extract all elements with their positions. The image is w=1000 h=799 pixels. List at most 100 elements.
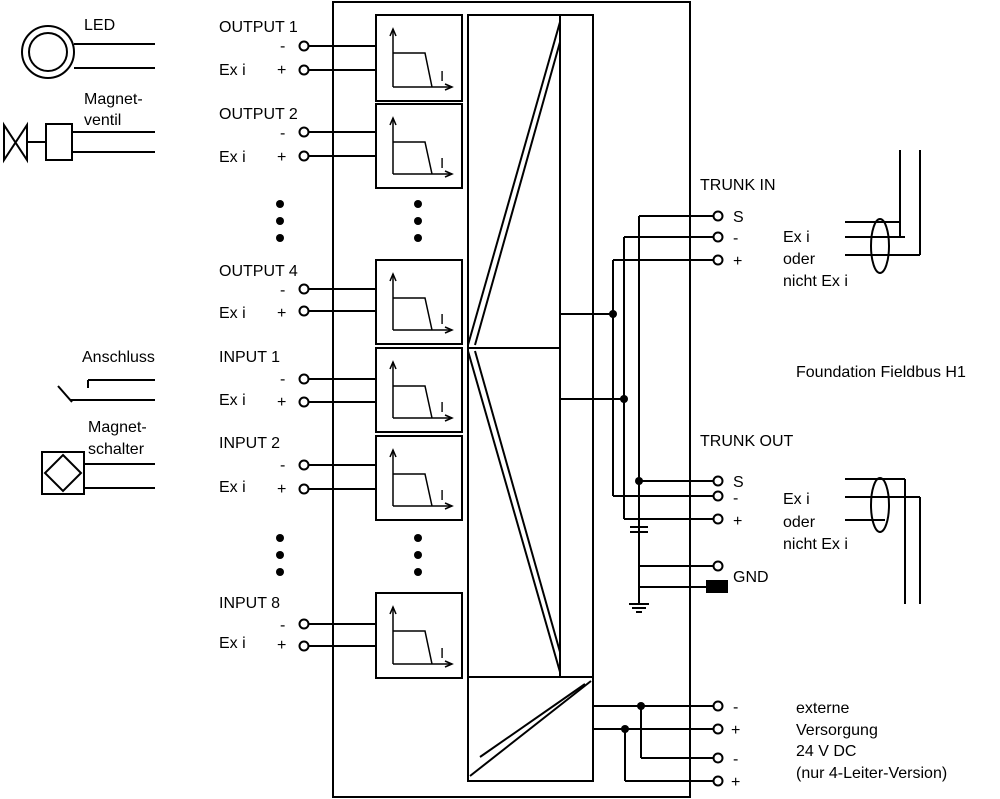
fieldbus-label: Foundation Fieldbus H1 <box>796 364 966 381</box>
graph-axis-label: I <box>440 68 444 85</box>
channel-input-8: INPUT 8 - Ex i + <box>219 595 286 654</box>
channel-exi: Ex i <box>219 635 246 652</box>
channel-exi: Ex i <box>219 305 246 322</box>
channel-minus-terminal <box>298 373 310 385</box>
graph-axis-label: I <box>440 155 444 172</box>
switch-label-line2: schalter <box>88 441 145 458</box>
channel-minus-terminal <box>298 126 310 138</box>
contact-label: Anschluss <box>82 349 155 366</box>
trunk-in-note-1: Ex i <box>783 229 810 246</box>
trunk-out-s-terminal <box>712 475 724 487</box>
channel-minus: - <box>280 125 285 142</box>
channel-output-1: OUTPUT 1 - Ex i + <box>219 19 298 79</box>
trunk-out-title: TRUNK OUT <box>700 433 794 450</box>
contact-symbol <box>57 379 155 403</box>
trunk-in-minus-label: - <box>733 230 738 247</box>
trunk-out-cable <box>845 477 921 604</box>
graph-axis-label: I <box>440 399 444 416</box>
channel-plus-terminal <box>298 150 310 162</box>
graph-axis-label: I <box>440 487 444 504</box>
channel-plus-terminal <box>298 640 310 652</box>
channel-input-2: INPUT 2 - Ex i + <box>219 435 286 498</box>
channel-plus: + <box>277 305 286 322</box>
channel-exi: Ex i <box>219 149 246 166</box>
supply-minus-terminal-1 <box>712 700 724 712</box>
switch-label-line1: Magnet- <box>88 419 147 436</box>
trunk-out-minus-label: - <box>733 490 738 507</box>
magnetic-switch-symbol <box>41 451 155 495</box>
trunk-in-minus-terminal <box>712 231 724 243</box>
channel-plus: + <box>277 149 286 166</box>
supply-plus-terminal-1 <box>712 723 724 735</box>
channel-plus: + <box>277 481 286 498</box>
characteristic-graph: I <box>375 103 463 189</box>
channel-output-4: OUTPUT 4 - Ex i + <box>219 263 298 322</box>
supply-plus-label-2: + <box>731 774 740 791</box>
led-symbol <box>21 25 155 79</box>
channel-wires <box>298 40 376 652</box>
main-module <box>332 1 691 798</box>
supply-note-3: 24 V DC <box>796 743 856 760</box>
trunk-out-minus-terminal <box>712 490 724 502</box>
trunk-out-note-3: nicht Ex i <box>783 536 848 553</box>
channel-title: OUTPUT 4 <box>219 263 298 280</box>
channel-minus-terminal <box>298 459 310 471</box>
supply-plus-terminal-2 <box>712 775 724 787</box>
characteristic-graph: I <box>375 259 463 345</box>
trunk-out-plus-terminal <box>712 513 724 525</box>
ellipsis-dots <box>276 200 422 576</box>
supply-note-1: externe <box>796 700 849 717</box>
channel-title: OUTPUT 2 <box>219 106 298 123</box>
supply-minus-terminal-2 <box>712 752 724 764</box>
bus-wiring <box>560 215 728 782</box>
characteristic-graph: I <box>375 435 463 521</box>
channel-exi: Ex i <box>219 479 246 496</box>
graph-axis-label: I <box>440 645 444 662</box>
channel-minus: - <box>280 617 285 634</box>
supply-minus-label-1: - <box>733 699 738 716</box>
channel-exi: Ex i <box>219 392 246 409</box>
channel-minus: - <box>280 457 285 474</box>
supply-note-2: Versorgung <box>796 722 878 739</box>
characteristic-graph: I <box>375 347 463 433</box>
trunk-in-plus-terminal <box>712 254 724 266</box>
graph-boxes: I I I I I I <box>375 14 463 679</box>
channel-title: OUTPUT 1 <box>219 19 298 36</box>
valve-label-line2: ventil <box>84 112 121 129</box>
channel-plus-terminal <box>298 483 310 495</box>
trunk-out-plus-label: + <box>733 513 742 530</box>
trunk-in-plus-label: + <box>733 253 742 270</box>
channel-plus-terminal <box>298 64 310 76</box>
gnd-label: GND <box>733 569 769 586</box>
channel-minus: - <box>280 371 285 388</box>
trunk-in-s-label: S <box>733 209 744 226</box>
channel-title: INPUT 8 <box>219 595 280 612</box>
channel-plus: + <box>277 394 286 411</box>
right-labels: TRUNK IN S - + Ex i oder nicht Ex i Foun… <box>700 177 966 791</box>
channel-title: INPUT 2 <box>219 435 280 452</box>
solenoid-valve-symbol <box>3 121 155 164</box>
channel-minus-terminal <box>298 283 310 295</box>
channel-output-2: OUTPUT 2 - Ex i + <box>219 106 298 166</box>
led-label: LED <box>84 17 115 34</box>
supply-plus-label-1: + <box>731 722 740 739</box>
trunk-out-note-1: Ex i <box>783 491 810 508</box>
trunk-in-note-2: oder <box>783 251 816 268</box>
supply-minus-label-2: - <box>733 751 738 768</box>
channel-plus-terminal <box>298 305 310 317</box>
channel-plus: + <box>277 62 286 79</box>
trunk-out-s-label: S <box>733 474 744 491</box>
channel-minus-terminal <box>298 40 310 52</box>
characteristic-graph: I <box>375 14 463 102</box>
trunk-out-note-2: oder <box>783 514 816 531</box>
trunk-in-s-terminal <box>712 210 724 222</box>
gnd-terminal <box>712 560 724 572</box>
channel-exi: Ex i <box>219 62 246 79</box>
channel-minus-terminal <box>298 618 310 630</box>
channel-input-1: INPUT 1 - Ex i + <box>219 349 286 411</box>
channel-minus: - <box>280 38 285 55</box>
channel-minus: - <box>280 282 285 299</box>
trunk-in-note-3: nicht Ex i <box>783 273 848 290</box>
supply-note-4: (nur 4-Leiter-Version) <box>796 765 947 782</box>
